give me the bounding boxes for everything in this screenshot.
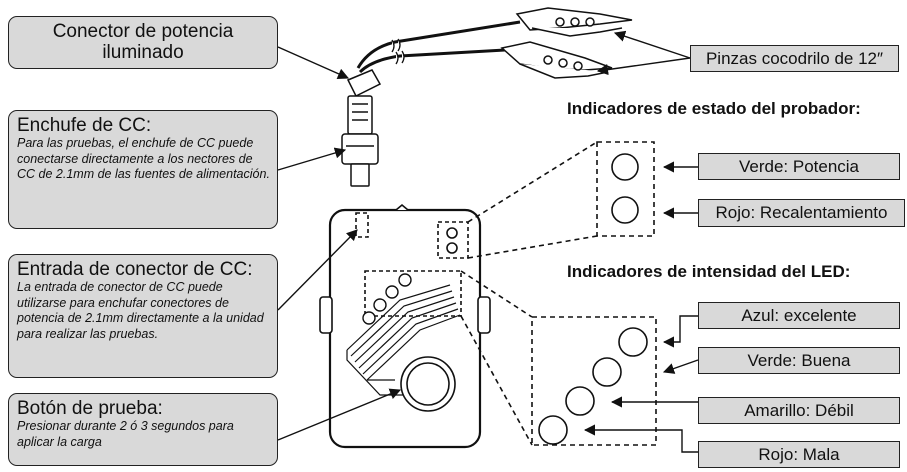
callout-power-connector-label: Conector de potencia iluminado xyxy=(52,21,234,63)
callout-dc-plug: Enchufe de CC: Para las pruebas, el ench… xyxy=(8,110,278,229)
intensity-zoom-box xyxy=(460,270,657,446)
callout-dc-input: Entrada de conector de CC: La entrada de… xyxy=(8,254,278,378)
status-led-icon xyxy=(611,153,639,224)
callout-arrows xyxy=(277,30,699,453)
callout-test-button: Botón de prueba: Presionar durante 2 ó 3… xyxy=(8,393,278,466)
alligator-clip-icon xyxy=(500,41,613,79)
callout-dc-plug-desc: Para las pruebas, el enchufe de CC puede… xyxy=(17,136,270,181)
label-intensity-yellow: Amarillo: Débil xyxy=(698,397,900,424)
label-status-red: Rojo: Recalentamiento xyxy=(698,199,905,227)
callout-dc-plug-title: Enchufe de CC: xyxy=(17,115,152,136)
cable xyxy=(356,20,521,74)
label-intensity-blue: Azul: excelente xyxy=(698,302,900,329)
intensity-led-icon xyxy=(538,327,648,445)
test-button-icon xyxy=(400,356,456,412)
alligator-clip-icon xyxy=(515,7,633,37)
status-indicators-heading: Indicadores de estado del probador: xyxy=(567,99,861,118)
callout-dc-input-title: Entrada de conector de CC: xyxy=(17,259,253,280)
cable-break-mark xyxy=(391,38,405,65)
callout-test-button-title: Botón de prueba: xyxy=(17,398,163,419)
led-strength-icon xyxy=(362,273,412,325)
status-zoom-box xyxy=(467,141,655,259)
callout-power-connector: Conector de potencia iluminado xyxy=(8,16,278,69)
intensity-indicators-heading: Indicadores de intensidad del LED: xyxy=(567,262,851,281)
label-intensity-red: Rojo: Mala xyxy=(698,441,900,468)
callout-test-button-desc: Presionar durante 2 ó 3 segundos para ap… xyxy=(17,419,234,449)
callout-dc-input-desc: La entrada de conector de CC puede utili… xyxy=(17,280,264,341)
label-intensity-green: Verde: Buena xyxy=(698,347,900,374)
dc-plug-icon xyxy=(341,69,382,187)
label-status-green: Verde: Potencia xyxy=(698,153,900,180)
label-clips: Pinzas cocodrilo de 12″ xyxy=(690,45,899,72)
